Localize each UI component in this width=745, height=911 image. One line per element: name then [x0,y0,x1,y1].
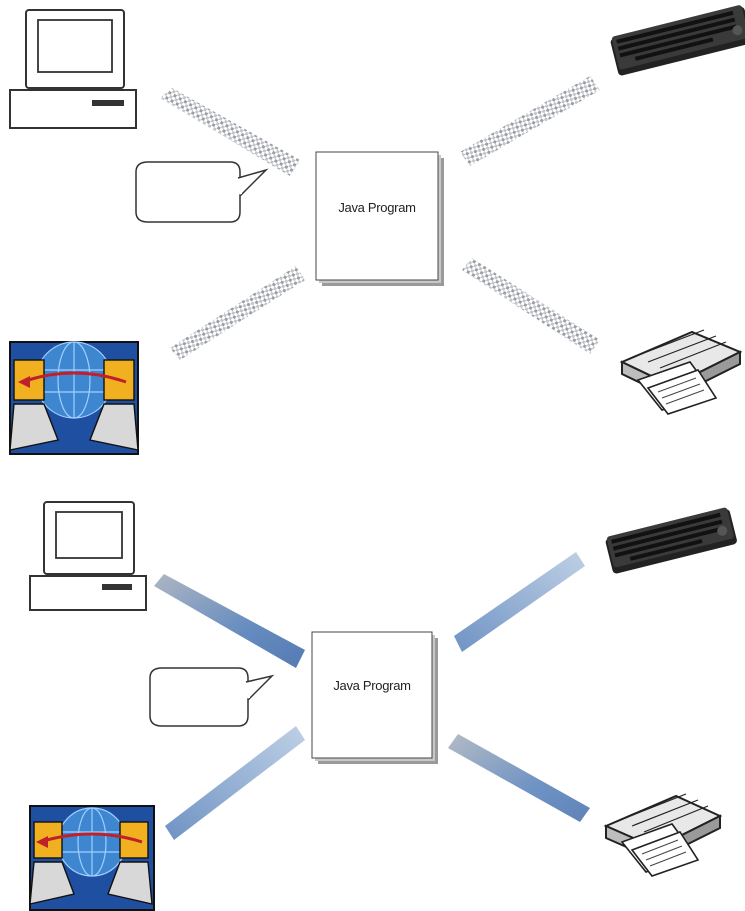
data-stream-keyboard [460,76,600,166]
program-label: Java Program [338,200,415,215]
diagram-top-svg: Java Program [9,5,745,455]
diagram-bottom-svg: Java Program [29,501,737,911]
data-stream-files-blue [448,734,590,822]
diagram-panel-top: Java Program [9,5,745,455]
data-stream-network [170,266,305,360]
java-program-box-bottom: Java Program [311,631,438,764]
data-stream-network-blue [165,726,305,840]
network-globe-icon-bottom [29,805,155,911]
keyboard-icon [610,5,745,76]
diagram-panel-bottom: Java Program [0,490,745,911]
data-stream-files [462,258,600,354]
program-label-bottom: Java Program [333,678,410,693]
desktop-computer-icon [9,9,137,129]
speech-bubble-icon-bottom [149,667,275,727]
file-tray-icon-bottom [603,793,723,877]
desktop-computer-icon-bottom [29,501,147,611]
file-tray-icon [619,329,743,415]
data-stream-computer-blue [154,574,305,668]
network-globe-icon [9,341,139,455]
keyboard-icon-bottom [605,507,737,574]
data-stream-keyboard-blue [454,552,585,652]
java-program-box: Java Program [315,151,444,286]
data-stream-computer [160,88,300,176]
speech-bubble-icon [135,161,269,223]
